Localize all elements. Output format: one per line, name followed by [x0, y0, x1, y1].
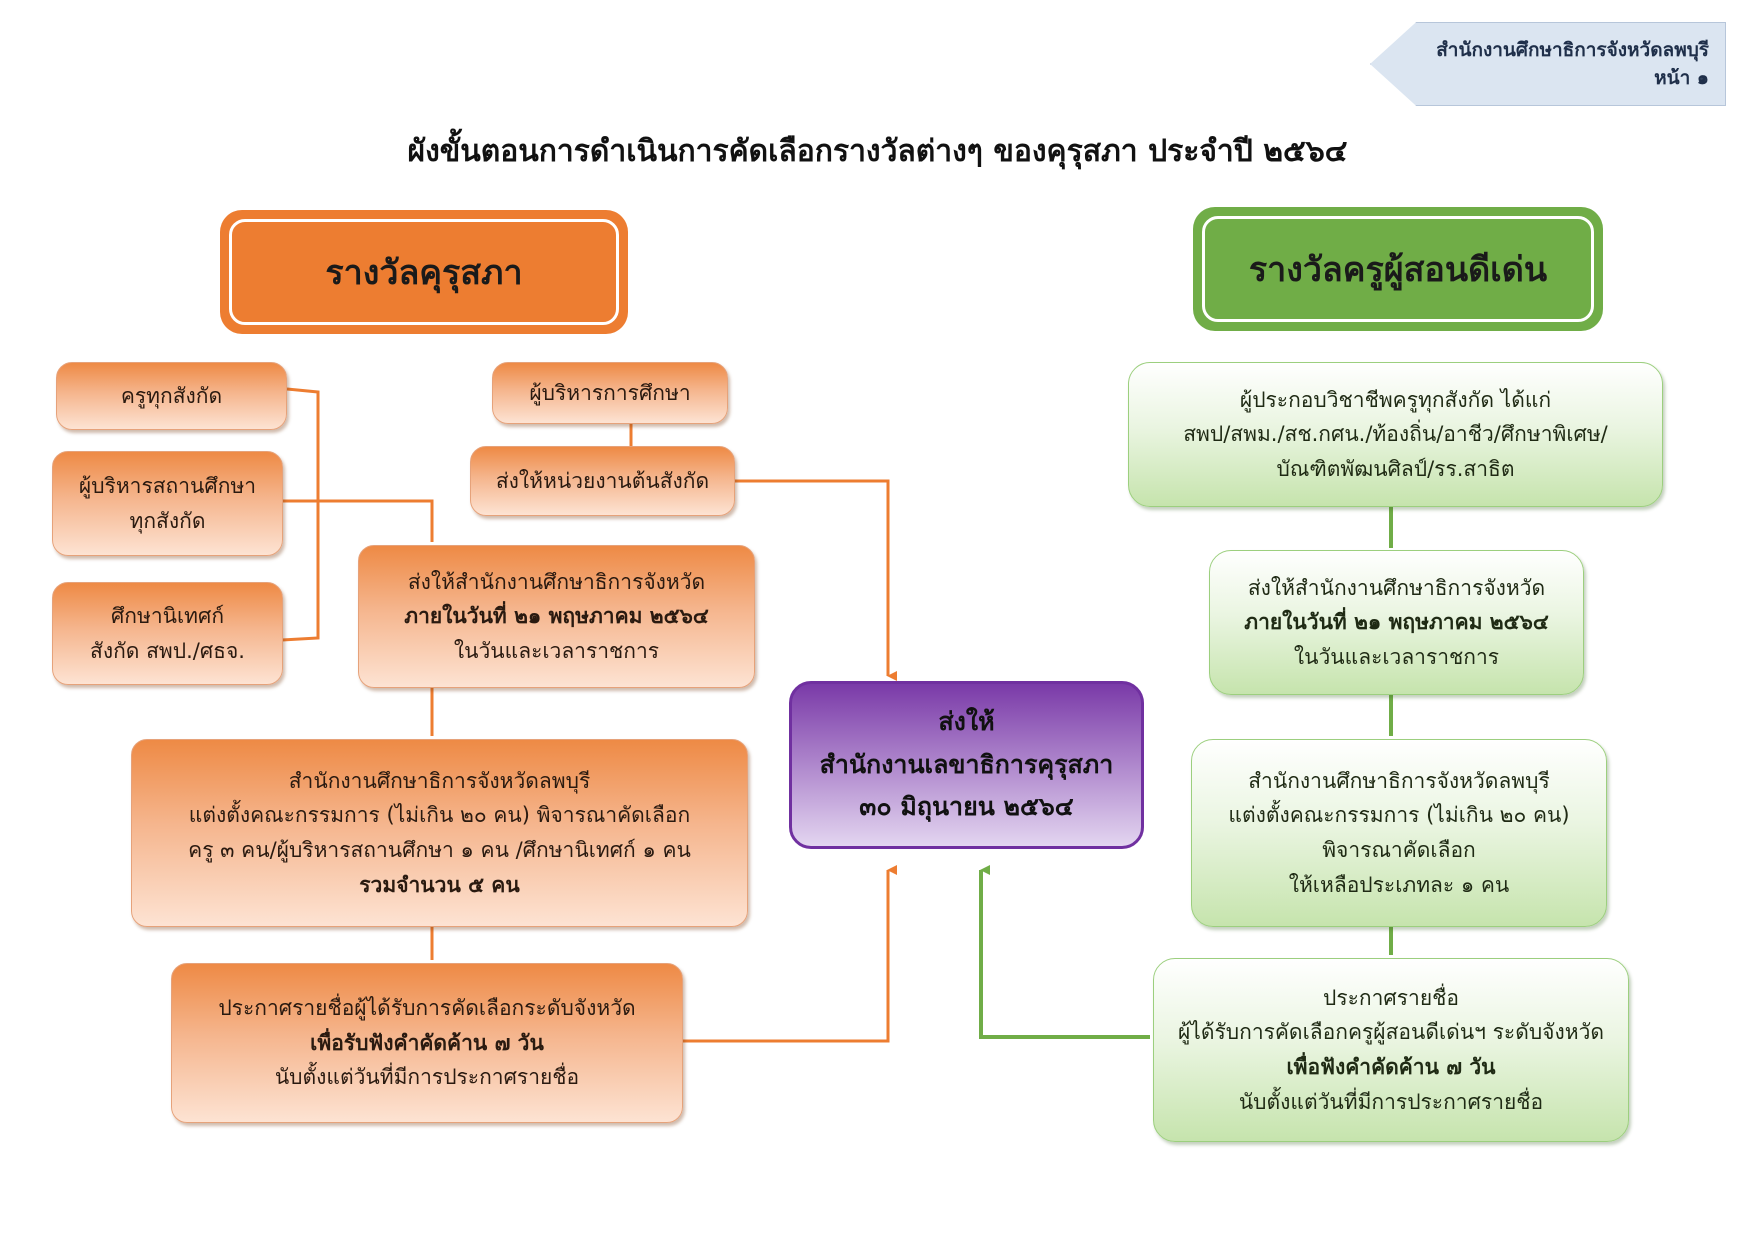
supervisor-line2: สังกัด สพป./ศธจ.	[90, 638, 245, 663]
left-committee-box: สำนักงานศึกษาธิการจังหวัดลพบุรี แต่งตั้ง…	[131, 739, 748, 927]
header-inner-border	[229, 219, 619, 325]
left-send-office-box: ส่งให้สำนักงานศึกษาธิการจังหวัด ภายในวัน…	[358, 545, 755, 688]
eligible-line2: สพป/สพม./สช.กศน./ท้องถิ่น/อาชีว/ศึกษาพิเ…	[1183, 422, 1608, 447]
green-announce-to-center-arrow	[979, 865, 1150, 1039]
teachers-box: ครูทุกสังกัด	[56, 362, 287, 430]
right-send-office-line1: ส่งให้สำนักงานศึกษาธิการจังหวัด	[1247, 575, 1546, 600]
eligible-line1: ผู้ประกอบวิชาชีพครูทุกสังกัด ได้แก่	[1239, 387, 1552, 412]
edu-admin-box: ผู้บริหารการศึกษา	[492, 362, 728, 424]
left-send-office-line1: ส่งให้สำนักงานศึกษาธิการจังหวัด	[407, 569, 706, 594]
left-committee-total: รวมจำนวน ๕ คน	[359, 872, 520, 897]
kurusapha-award-header: รางวัลคุรุสภา	[220, 210, 628, 334]
school-admin-line1: ผู้บริหารสถานศึกษา	[78, 473, 257, 498]
left-committee-line1: สำนักงานศึกษาธิการจังหวัดลพบุรี	[288, 768, 591, 793]
right-send-office-line3: ในวันและเวลาราชการ	[1293, 644, 1500, 669]
kurusapha-award-header-label: รางวัลคุรุสภา	[325, 253, 523, 293]
center-date: ๓๐ มิถุนายน ๒๕๖๔	[859, 792, 1074, 822]
right-committee-line2: แต่งตั้งคณะกรรมการ (ไม่เกิน ๒๐ คน)	[1228, 803, 1570, 828]
right-committee-line3: พิจารณาคัดเลือก	[1322, 838, 1476, 862]
right-announce-objection: เพื่อฟังคำคัดค้าน ๗ วัน	[1286, 1055, 1496, 1079]
supervisor-box: ศึกษานิเทศก์ สังกัด สพป./ศธจ.	[52, 582, 283, 685]
right-send-office-deadline: ภายในวันที่ ๒๑ พฤษภาคม ๒๕๖๔	[1244, 610, 1549, 635]
right-announce-line4: นับตั้งแต่วันที่มีการประกาศรายชื่อ	[1238, 1089, 1544, 1114]
right-committee-box: สำนักงานศึกษาธิการจังหวัดลพบุรี แต่งตั้ง…	[1191, 739, 1607, 927]
left-committee-line2: แต่งตั้งคณะกรรมการ (ไม่เกิน ๒๐ คน) พิจาร…	[188, 803, 691, 828]
eligible-box: ผู้ประกอบวิชาชีพครูทุกสังกัด ได้แก่ สพป/…	[1128, 362, 1663, 507]
page-tag-office: สำนักงานศึกษาธิการจังหวัดลพบุรี	[1436, 38, 1709, 61]
bracket-line	[281, 387, 320, 642]
supervisor-line1: ศึกษานิเทศก์	[110, 603, 225, 628]
send-affiliation-label: ส่งให้หน่วยงานต้นสังกัด	[495, 468, 710, 493]
page-tag: สำนักงานศึกษาธิการจังหวัดลพบุรี หน้า ๑	[1370, 22, 1726, 106]
edu-admin-label: ผู้บริหารการศึกษา	[529, 380, 691, 405]
school-admin-box: ผู้บริหารสถานศึกษา ทุกสังกัด	[52, 451, 283, 556]
eligible-line3: บัณฑิตพัฒนศิลป์/รร.สาธิต	[1276, 456, 1515, 481]
center-line2: สำนักงานเลขาธิการคุรุสภา	[819, 749, 1114, 779]
header-inner-border	[1202, 216, 1594, 322]
left-send-office-line3: ในวันและเวลาราชการ	[453, 638, 660, 663]
outstanding-teacher-award-header: รางวัลครูผู้สอนดีเด่น	[1193, 207, 1603, 331]
right-committee-line1: สำนักงานศึกษาธิการจังหวัดลพบุรี	[1248, 768, 1550, 793]
right-announce-line1: ประกาศรายชื่อ	[1323, 985, 1459, 1010]
affiliation-to-center-arrow	[735, 479, 897, 681]
right-send-office-box: ส่งให้สำนักงานศึกษาธิการจังหวัด ภายในวัน…	[1209, 550, 1584, 695]
center-line1: ส่งให้	[938, 707, 995, 737]
announce-to-center-arrow	[683, 865, 897, 1043]
left-send-office-deadline: ภายในวันที่ ๒๑ พฤษภาคม ๒๕๖๔	[404, 604, 709, 629]
page-title: ผังขั้นตอนการดำเนินการคัดเลือกรางวัลต่าง…	[407, 134, 1348, 169]
outstanding-teacher-award-header-label: รางวัลครูผู้สอนดีเด่น	[1248, 250, 1548, 290]
right-announce-line2: ผู้ได้รับการคัดเลือกครูผู้สอนดีเด่นฯ ระด…	[1177, 1020, 1604, 1045]
right-announce-box: ประกาศรายชื่อ ผู้ได้รับการคัดเลือกครูผู้…	[1153, 958, 1629, 1142]
center-submit-box: ส่งให้ สำนักงานเลขาธิการคุรุสภา ๓๐ มิถุน…	[789, 681, 1144, 849]
left-announce-objection: เพื่อรับฟังคำคัดค้าน ๗ วัน	[310, 1030, 544, 1055]
left-announce-box: ประกาศรายชื่อผู้ได้รับการคัดเลือกระดับจั…	[171, 963, 683, 1123]
school-admin-line2: ทุกสังกัด	[129, 508, 206, 533]
teachers-label: ครูทุกสังกัด	[120, 383, 223, 408]
right-committee-line4: ให้เหลือประเภทละ ๑ คน	[1288, 872, 1510, 897]
send-affiliation-box: ส่งให้หน่วยงานต้นสังกัด	[470, 446, 735, 516]
left-committee-line3: ครู ๓ คน/ผู้บริหารสถานศึกษา ๑ คน /ศึกษาน…	[188, 838, 691, 862]
page-tag-number: หน้า ๑	[1654, 67, 1709, 89]
left-announce-line1: ประกาศรายชื่อผู้ได้รับการคัดเลือกระดับจั…	[218, 996, 636, 1021]
bracket-to-send-office-line	[282, 499, 434, 542]
left-announce-line3: นับตั้งแต่วันที่มีการประกาศรายชื่อ	[274, 1065, 580, 1090]
